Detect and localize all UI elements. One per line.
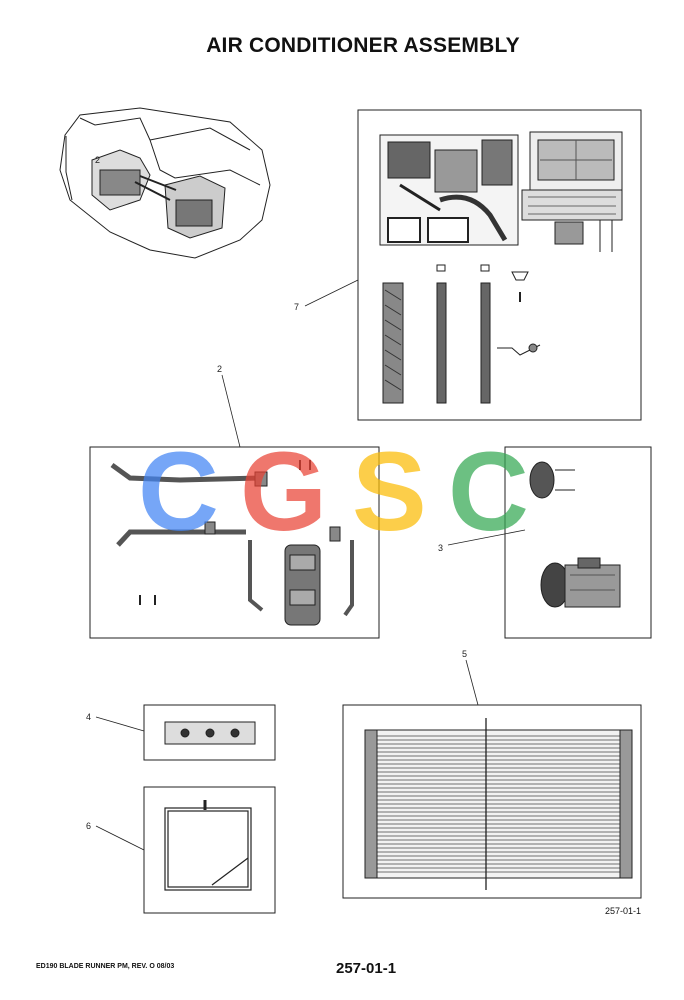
callout-6: 6 (86, 821, 91, 831)
footer-publication: ED190 BLADE RUNNER PM, REV. O 08/03 (36, 963, 175, 970)
callout-2: 2 (217, 364, 222, 374)
condenser-illustration (364, 718, 633, 890)
filter-element-illustration (164, 800, 252, 891)
callout-3: 3 (438, 543, 443, 553)
group-box-3: 3 (438, 446, 652, 639)
group-box-2: 2 (89, 364, 380, 639)
callout-2-overview: 2 (95, 155, 100, 165)
callout-7: 7 (294, 302, 299, 312)
group-box-6: 6 (86, 786, 276, 914)
watermark-letter-c1: C (138, 429, 219, 554)
callout-5: 5 (462, 649, 467, 659)
page-title: AIR CONDITIONER ASSEMBLY (206, 34, 520, 57)
footer-page-number: 257-01-1 (336, 960, 397, 977)
cgsc-watermark: C G S C (138, 429, 529, 554)
compressor-illustration (529, 461, 621, 608)
watermark-letter-s: S (352, 429, 427, 554)
control-panel-illustration (164, 721, 256, 745)
machine-overview-illustration: 2 (59, 107, 271, 259)
callout-4: 4 (86, 712, 91, 722)
figure-reference: 257-01-1 (605, 906, 642, 916)
group-box-7: 7 (294, 109, 642, 421)
hose-assemblies-illustration (110, 460, 354, 626)
evaporator-unit-illustration (379, 131, 623, 404)
group-box-5: 5 (342, 649, 642, 899)
group-box-4: 4 (86, 704, 276, 761)
watermark-letter-g: G (240, 429, 327, 554)
watermark-letter-c2: C (448, 429, 529, 554)
